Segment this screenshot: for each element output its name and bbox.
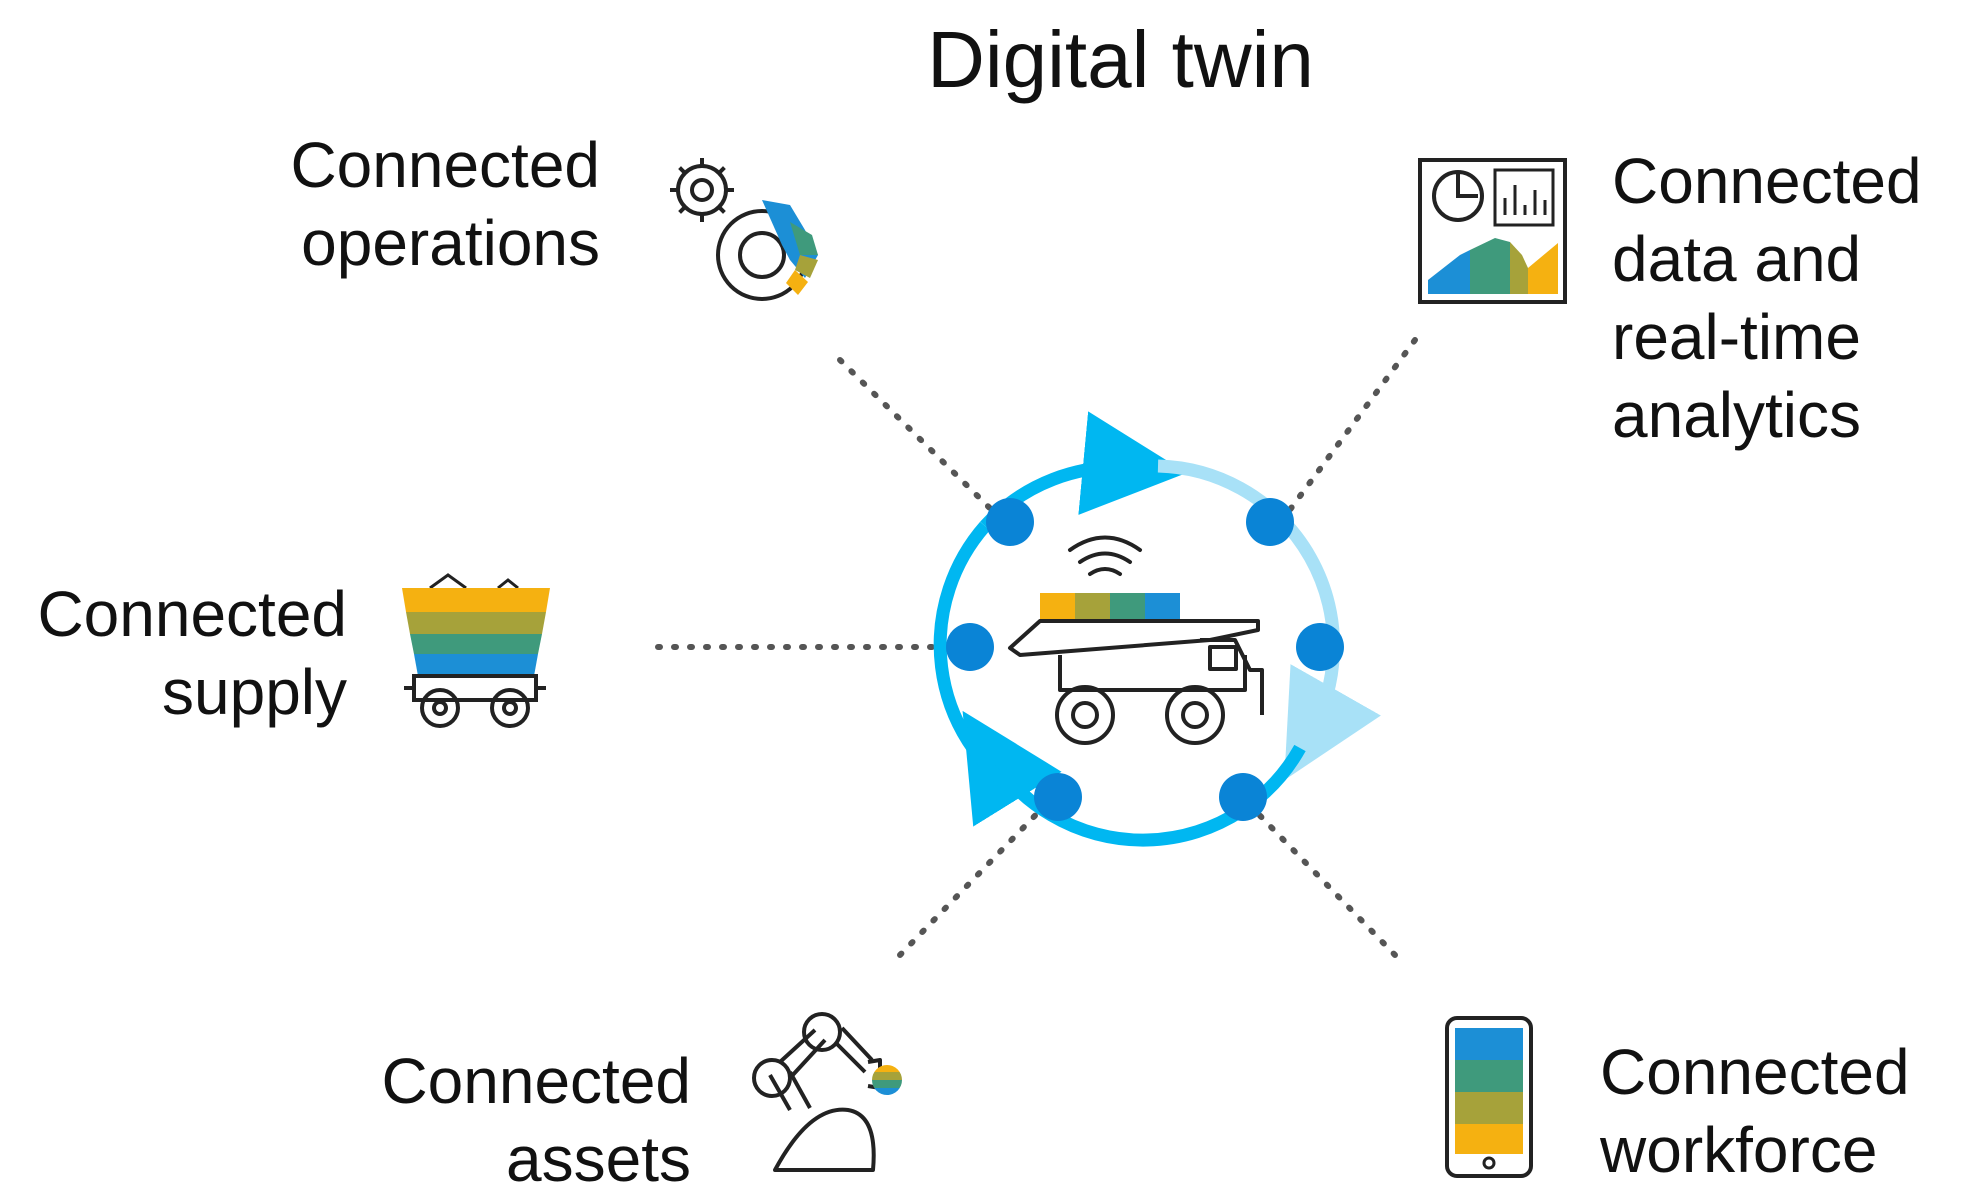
connector-lines <box>655 337 1418 958</box>
connector-assets <box>897 792 1058 958</box>
label-line: supply <box>162 656 347 728</box>
label-connected-supply: Connected supply <box>37 575 347 731</box>
label-line: workforce <box>1600 1114 1878 1186</box>
ring-dot <box>1034 773 1082 821</box>
label-line: operations <box>301 207 600 279</box>
connector-workforce <box>1237 792 1398 958</box>
ring-dots <box>946 498 1344 821</box>
robot-arm-icon <box>752 1012 902 1172</box>
ring-dot <box>1296 623 1344 671</box>
ring-arc-right <box>1157 459 1381 781</box>
ring-arc-bottom <box>962 710 1306 847</box>
label-connected-workforce: Connected workforce <box>1600 1033 1910 1189</box>
label-line: Connected <box>37 578 347 650</box>
ring-arc-left <box>933 521 1022 799</box>
ring-dot <box>986 498 1034 546</box>
wifi-icon <box>1068 535 1142 576</box>
label-line: Connected <box>1600 1036 1910 1108</box>
label-connected-operations: Connected operations <box>290 126 600 282</box>
dashboard-icon <box>1418 158 1567 304</box>
connector-data <box>1272 337 1418 533</box>
ore-cart-icon <box>402 573 550 728</box>
label-line: real-time <box>1612 301 1861 373</box>
label-line: assets <box>506 1123 691 1195</box>
label-connected-data: Connected data and real-time analytics <box>1612 142 1922 454</box>
gears-icon <box>670 158 818 301</box>
diagram-title: Digital twin <box>927 15 1314 104</box>
label-line: Connected <box>1612 145 1922 217</box>
connector-operations <box>837 357 1013 531</box>
label-line: Connected <box>381 1045 691 1117</box>
label-connected-assets: Connected assets <box>381 1042 691 1198</box>
mobile-phone-icon <box>1445 1016 1533 1178</box>
label-line: Connected <box>290 129 600 201</box>
mining-truck-icon <box>1008 535 1264 745</box>
ring-dot <box>946 623 994 671</box>
cycle-ring <box>933 411 1381 847</box>
label-line: data and <box>1612 223 1862 295</box>
ring-dot <box>1246 498 1294 546</box>
label-line: analytics <box>1612 379 1861 451</box>
ring-dot <box>1219 773 1267 821</box>
